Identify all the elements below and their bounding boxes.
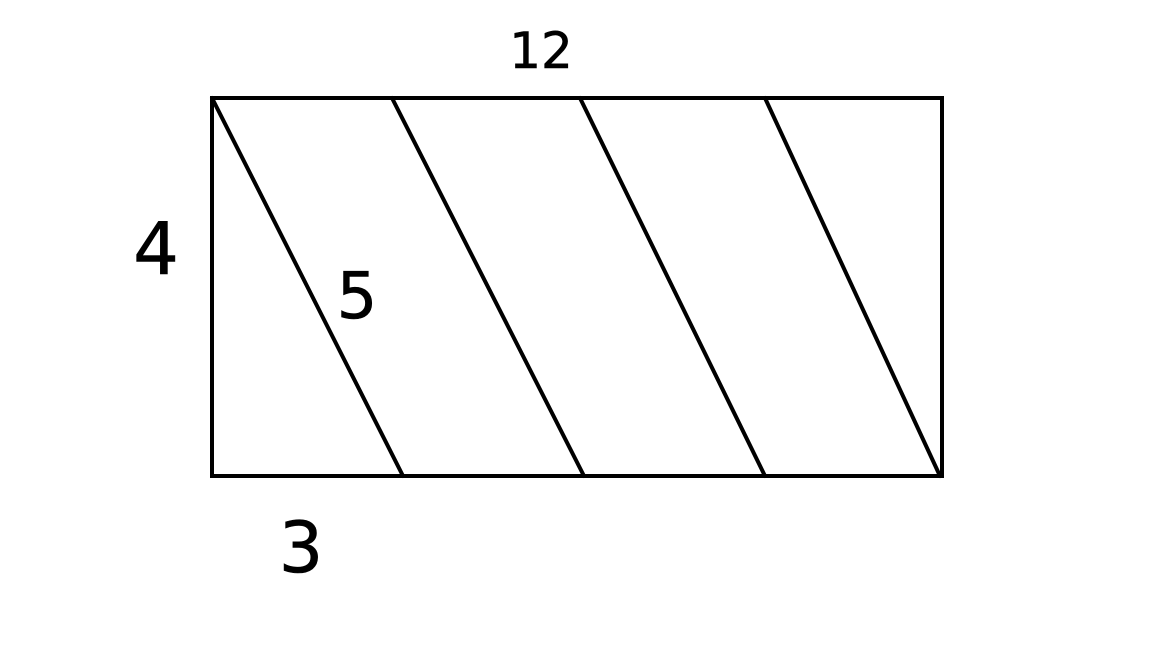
top-length-label: 12 <box>509 22 573 80</box>
slanted-line-2 <box>390 96 586 478</box>
slanted-lines <box>210 96 942 478</box>
bottom-segment-label: 3 <box>279 507 324 589</box>
outer-rectangle <box>210 96 944 478</box>
slanted-line-3 <box>578 96 767 478</box>
diagonal-length-label: 5 <box>337 260 378 334</box>
slanted-line-1 <box>210 96 405 478</box>
left-height-label: 4 <box>133 207 179 291</box>
slanted-line-4 <box>763 96 942 478</box>
